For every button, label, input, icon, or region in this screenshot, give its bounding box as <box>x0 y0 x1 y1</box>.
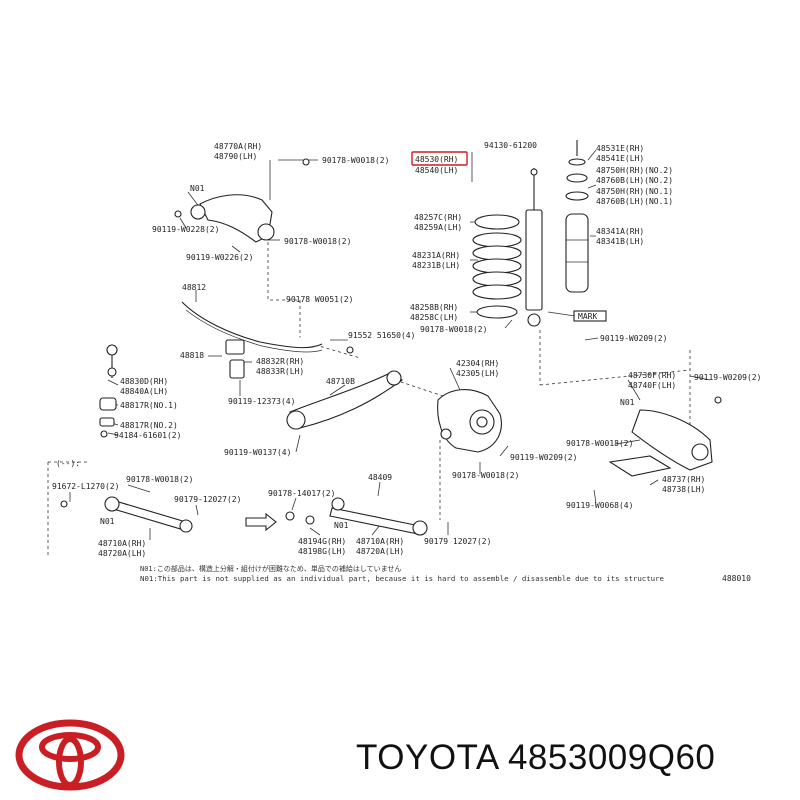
label-90119-w0068: 90119-W0068(4) <box>566 501 633 510</box>
label-48531e: 48531E(RH) <box>596 144 644 153</box>
label-48194g: 48194G(RH) <box>298 537 346 546</box>
label-90119-w0209-a: 90119-W0209(2) <box>600 334 667 343</box>
label-48760b-no2: 48760B(LH)(NO.2) <box>596 176 673 185</box>
label-dash-note: (--): <box>56 459 80 468</box>
toyota-logo-icon <box>15 719 125 791</box>
label-48710a-a: 48710A(RH) <box>98 539 146 548</box>
stabilizer-link-left <box>99 344 118 438</box>
trailing-arm-48710b <box>286 370 403 430</box>
label-48740f: 48740F(LH) <box>628 381 676 390</box>
label-48258c: 48258C(LH) <box>410 313 458 322</box>
toe-link-48409 <box>245 497 428 536</box>
label-91552: 91552 51650(4) <box>348 331 415 340</box>
label-48730f: 48730F(RH) <box>628 371 676 380</box>
label-90119-w0209-c: 90119-W0209(2) <box>510 453 577 462</box>
label-48790: 48790(LH) <box>214 152 257 161</box>
label-48750h-no1: 48750H(RH)(NO.1) <box>596 187 673 196</box>
label-90178-w0018-d: 90178-W0018(2) <box>566 439 633 448</box>
label-n01-d: N01 <box>334 521 349 530</box>
label-48840a: 48840A(LH) <box>120 387 168 396</box>
figure-code: 488010 <box>722 574 751 583</box>
label-48720a-b: 48720A(LH) <box>356 547 404 556</box>
leader-lines <box>47 149 711 558</box>
label-48720a-a: 48720A(LH) <box>98 549 146 558</box>
label-n01-a: N01 <box>190 184 205 193</box>
shock-absorber <box>525 168 543 327</box>
label-48710b: 48710B <box>326 377 355 386</box>
label-n01-c: N01 <box>100 517 115 526</box>
label-48409: 48409 <box>368 473 392 482</box>
label-42304: 42304(RH) <box>456 359 499 368</box>
label-48541e: 48541E(LH) <box>596 154 644 163</box>
label-48257c: 48257C(RH) <box>414 213 462 222</box>
label-48770a: 48770A(RH) <box>214 142 262 151</box>
note-japanese: N01:この部品は、構造上分解・組付けが困難なため、単品での補給はしていません <box>140 564 401 573</box>
note-english: N01:This part is not supplied as an indi… <box>140 575 664 583</box>
label-90119-w0228: 90119-W0228(2) <box>152 225 219 234</box>
label-90179-12027-b: 90179 12027(2) <box>424 537 491 546</box>
coil-spring <box>472 214 522 319</box>
label-48258b: 48258B(RH) <box>410 303 458 312</box>
label-90119-w0209-b: 90119-W0209(2) <box>694 373 761 382</box>
part-number-caption: TOYOTA 4853009Q60 <box>356 738 716 777</box>
label-48817r-no2: 48817R(NO.2) <box>120 421 178 430</box>
label-48833r: 48833R(LH) <box>256 367 304 376</box>
label-48231b: 48231B(LH) <box>412 261 460 270</box>
label-90119-12373: 90119-12373(4) <box>228 397 295 406</box>
label-48830d: 48830D(RH) <box>120 377 168 386</box>
shock-upper-mount <box>565 140 589 293</box>
label-48812: 48812 <box>182 283 206 292</box>
label-48818: 48818 <box>180 351 204 360</box>
label-48817r-no1: 48817R(NO.1) <box>120 401 178 410</box>
label-48737: 48737(RH) <box>662 475 705 484</box>
label-48231a: 48231A(RH) <box>412 251 460 260</box>
stabilizer-bar <box>181 301 354 379</box>
label-90178-w0018-f: 90178-W0018(2) <box>126 475 193 484</box>
label-48760b-no1: 48760B(LH)(NO.1) <box>596 197 673 206</box>
label-91672: 91672-L1270(2) <box>52 482 119 491</box>
label-n01-b: N01 <box>620 398 635 407</box>
label-94184: 94184-61601(2) <box>114 431 181 440</box>
label-90178-w0018-b: 90178-W0018(2) <box>284 237 351 246</box>
label-90178-w0018-a: 90178-W0018(2) <box>322 156 389 165</box>
label-90178-14017: 90178-14017(2) <box>268 489 335 498</box>
label-48540: 48540(LH) <box>415 166 458 175</box>
part-labels: 48770A(RH) 48790(LH) 90178-W0018(2) N01 … <box>52 141 761 583</box>
label-90178-w0018-c: 90178-W0018(2) <box>420 325 487 334</box>
label-90119-w0226: 90119-W0226(2) <box>186 253 253 262</box>
label-48259a: 48259A(LH) <box>414 223 462 232</box>
label-90178-w0018-e: 90178-W0018(2) <box>452 471 519 480</box>
mark-box <box>573 310 607 322</box>
label-48832r: 48832R(RH) <box>256 357 304 366</box>
label-90179-12027-a: 90179-12027(2) <box>174 495 241 504</box>
knuckle-42304 <box>437 389 502 453</box>
label-mark: MARK <box>578 312 597 321</box>
toe-link-left <box>60 496 193 533</box>
label-48738: 48738(LH) <box>662 485 705 494</box>
label-48750h-no2: 48750H(RH)(NO.2) <box>596 166 673 175</box>
label-48710a-b: 48710A(RH) <box>356 537 404 546</box>
label-48341b: 48341B(LH) <box>596 237 644 246</box>
label-90178-w0051: 90178 W0051(2) <box>286 295 353 304</box>
label-48530: 48530(RH) <box>415 155 458 164</box>
label-42305: 42305(LH) <box>456 369 499 378</box>
upper-arm-assembly <box>174 158 310 243</box>
label-48198g: 48198G(LH) <box>298 547 346 556</box>
label-90119-w0137: 90119-W0137(4) <box>224 448 291 457</box>
label-94130: 94130-61200 <box>484 141 537 150</box>
highlight-frame <box>411 151 468 166</box>
label-48341a: 48341A(RH) <box>596 227 644 236</box>
lower-arm-right <box>608 396 722 477</box>
